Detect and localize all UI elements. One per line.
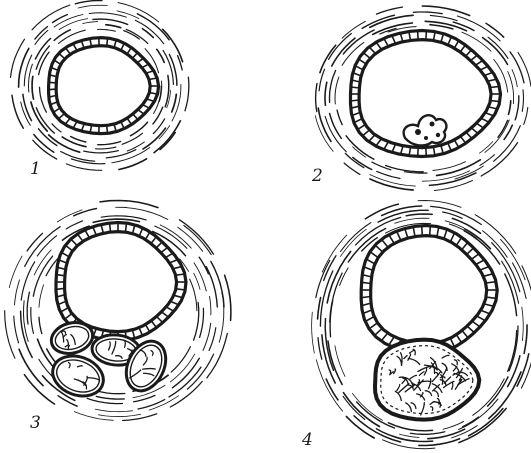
panel-2-label: 2 — [311, 166, 323, 186]
panel-3 — [5, 201, 231, 421]
panel-2 — [315, 6, 531, 191]
panel-1 — [11, 1, 189, 171]
panel-4 — [312, 201, 531, 449]
panel-4-label: 4 — [301, 430, 313, 450]
panel-3-label: 3 — [30, 413, 41, 433]
panel-1-label: 1 — [30, 159, 41, 179]
panel-4-solid-mass — [375, 340, 479, 420]
panel-4-duct — [361, 226, 497, 354]
panel-1-duct — [49, 38, 159, 134]
